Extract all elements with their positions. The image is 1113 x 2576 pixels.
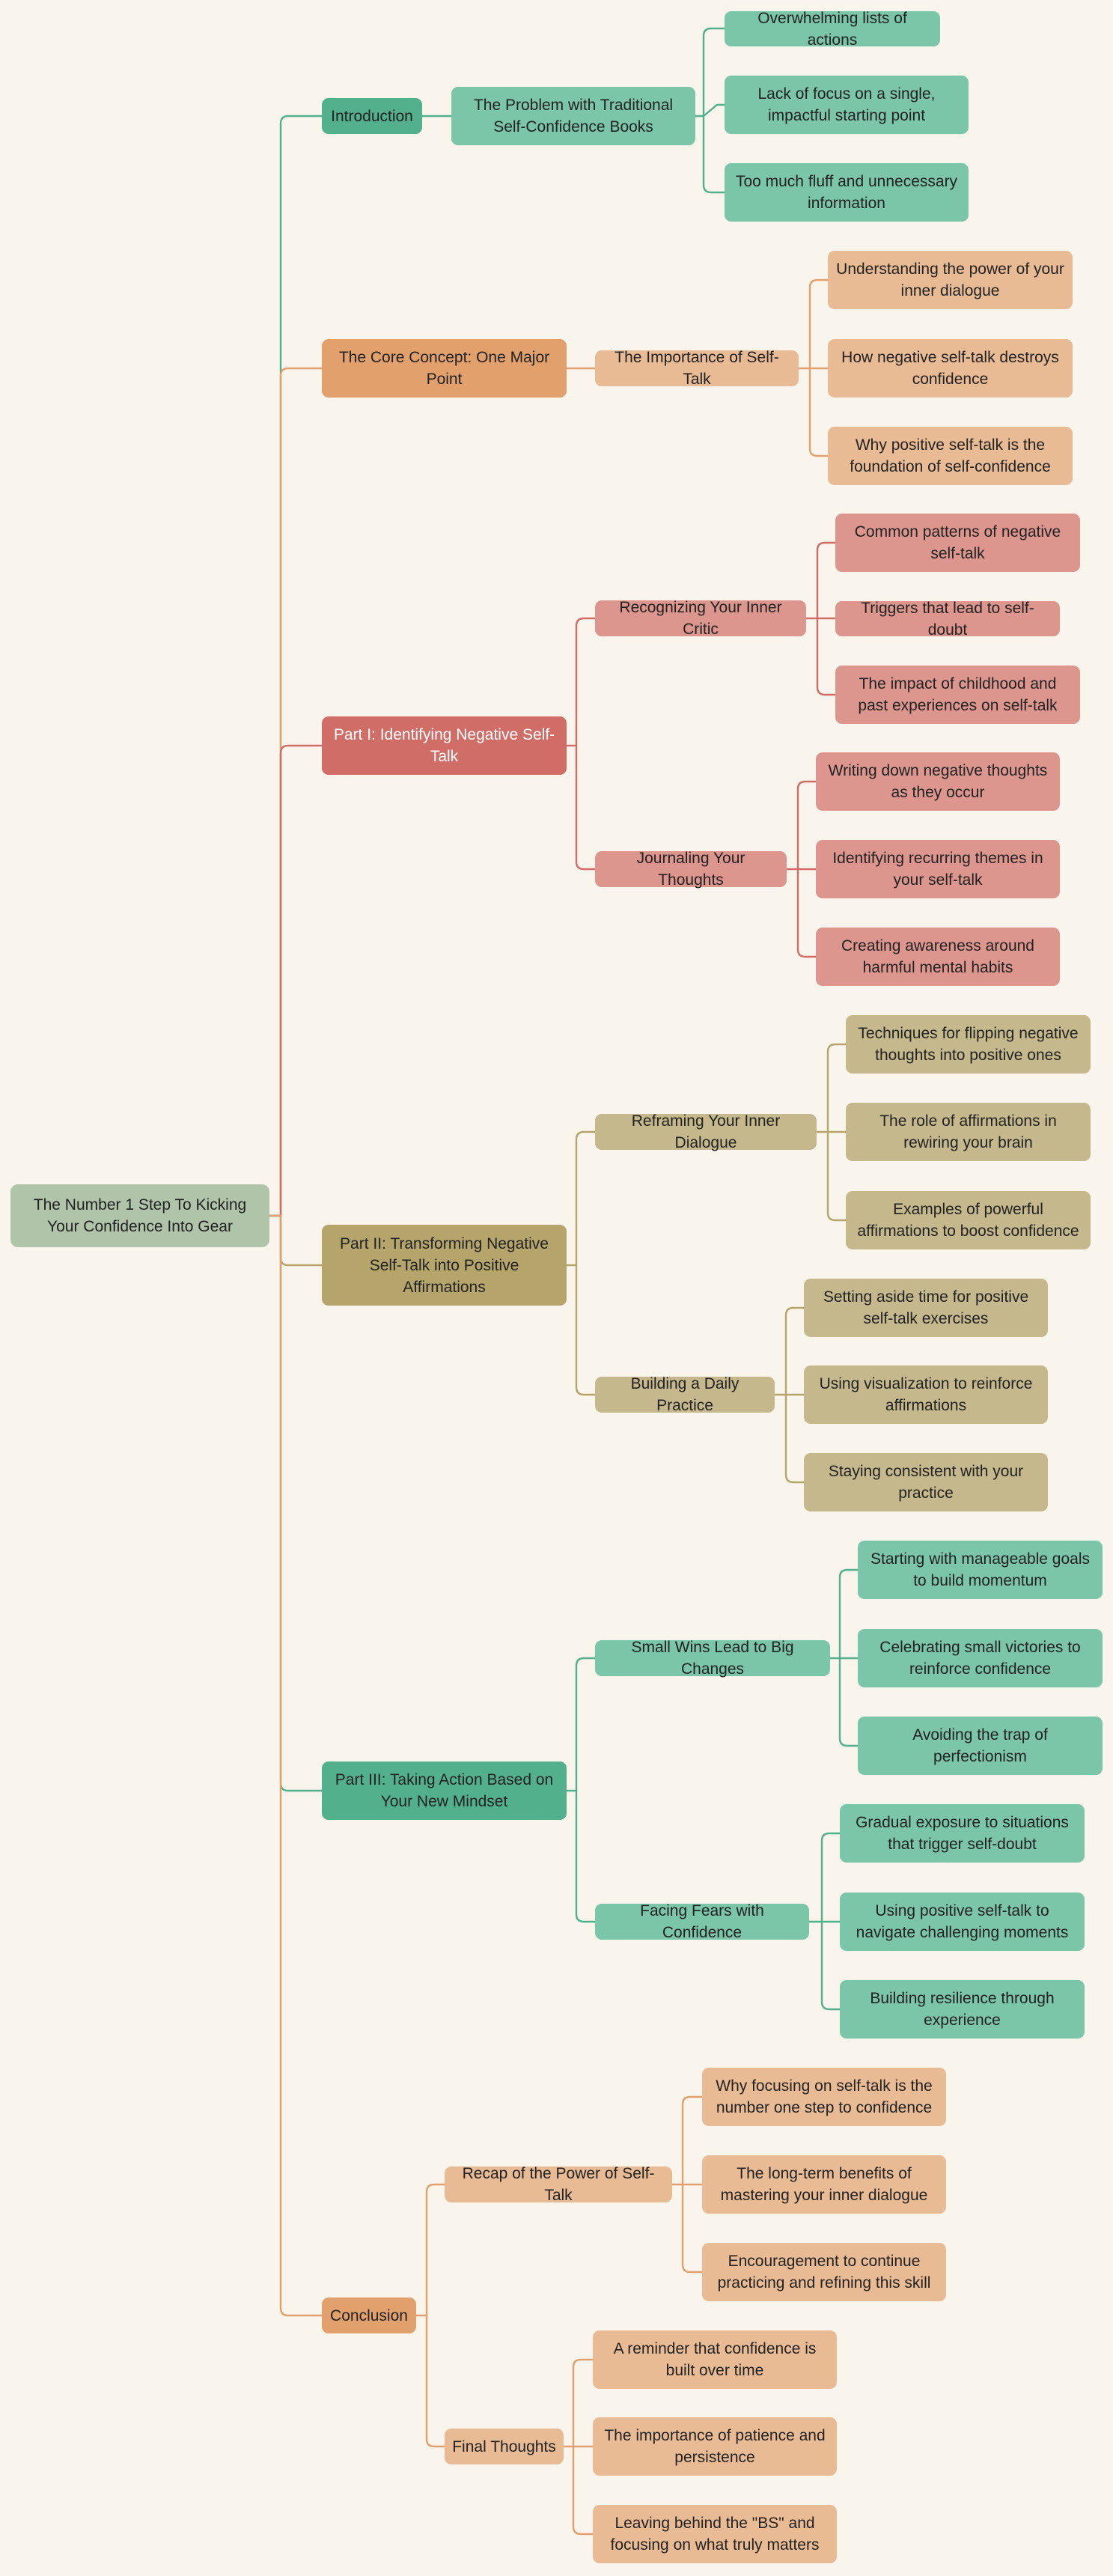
point-staying-consistent[interactable]: Staying consistent with your practice (804, 1453, 1048, 1511)
section-introduction[interactable]: Introduction (322, 98, 422, 134)
topic-reframing-inner-dialogue[interactable]: Reframing Your Inner Dialogue (595, 1112, 817, 1151)
point-long-term-benefits[interactable]: The long-term benefits of mastering your… (702, 2155, 946, 2214)
point-gradual-exposure[interactable]: Gradual exposure to situations that trig… (840, 1804, 1085, 1863)
point-navigating-challenges[interactable]: Using positive self-talk to navigate cha… (840, 1893, 1085, 1951)
point-visualization[interactable]: Using visualization to reinforce affirma… (804, 1365, 1048, 1424)
link-core-pts (799, 278, 828, 457)
link-part3-t2-pts (809, 1832, 840, 2011)
point-overwhelming-lists[interactable]: Overwhelming lists of actions (725, 10, 940, 49)
point-patience-persistence[interactable]: The importance of patience and persisten… (593, 2417, 837, 2476)
topic-traditional-books-problem[interactable]: The Problem with Traditional Self-Confid… (451, 87, 695, 145)
link-part3-t1-pts (830, 1568, 858, 1747)
link-part1-t2-pts (787, 780, 816, 958)
point-writing-down-thoughts[interactable]: Writing down negative thoughts as they o… (816, 752, 1060, 811)
point-common-patterns[interactable]: Common patterns of negative self-talk (835, 514, 1080, 572)
topic-facing-fears[interactable]: Facing Fears with Confidence (595, 1902, 809, 1941)
point-celebrating-victories[interactable]: Celebrating small victories to reinforce… (858, 1629, 1103, 1687)
point-setting-aside-time[interactable]: Setting aside time for positive self-tal… (804, 1279, 1048, 1337)
section-core-concept[interactable]: The Core Concept: One Major Point (322, 339, 567, 398)
point-encouragement[interactable]: Encouragement to continue practicing and… (702, 2243, 946, 2301)
point-confidence-over-time[interactable]: A reminder that confidence is built over… (593, 2330, 837, 2389)
topic-recognizing-inner-critic[interactable]: Recognizing Your Inner Critic (595, 599, 806, 638)
topic-daily-practice[interactable]: Building a Daily Practice (595, 1375, 775, 1414)
point-too-much-fluff[interactable]: Too much fluff and unnecessary informati… (725, 163, 969, 222)
root-node[interactable]: The Number 1 Step To Kicking Your Confid… (10, 1184, 269, 1247)
point-powerful-affirmations[interactable]: Examples of powerful affirmations to boo… (846, 1191, 1091, 1249)
point-triggers-self-doubt[interactable]: Triggers that lead to self-doubt (835, 600, 1060, 639)
link-root-conclusion (269, 1214, 322, 2317)
link-part2-topics (567, 1130, 595, 1396)
point-positive-self-talk-foundation[interactable]: Why positive self-talk is the foundation… (828, 427, 1073, 485)
point-avoiding-perfectionism[interactable]: Avoiding the trap of perfectionism (858, 1717, 1103, 1775)
link-root-introduction (269, 115, 322, 1217)
point-building-resilience[interactable]: Building resilience through experience (840, 1980, 1085, 2038)
point-creating-awareness[interactable]: Creating awareness around harmful mental… (816, 928, 1060, 986)
link-part2-t2-pts (775, 1306, 804, 1484)
section-part-3[interactable]: Part III: Taking Action Based on Your Ne… (322, 1762, 567, 1820)
topic-journaling-thoughts[interactable]: Journaling Your Thoughts (595, 850, 787, 889)
link-root-core-concept (269, 367, 322, 1217)
topic-final-thoughts[interactable]: Final Thoughts (445, 2429, 564, 2464)
topic-importance-of-self-talk[interactable]: The Importance of Self-Talk (595, 349, 799, 388)
point-leaving-behind-bs[interactable]: Leaving behind the "BS" and focusing on … (593, 2505, 837, 2563)
point-recurring-themes[interactable]: Identifying recurring themes in your sel… (816, 840, 1060, 898)
topic-small-wins[interactable]: Small Wins Lead to Big Changes (595, 1639, 830, 1678)
point-flipping-techniques[interactable]: Techniques for flipping negative thought… (846, 1015, 1091, 1074)
section-conclusion[interactable]: Conclusion (322, 2298, 416, 2333)
link-root-part2 (269, 1214, 322, 1267)
link-root-part1 (269, 744, 322, 1217)
section-part-1[interactable]: Part I: Identifying Negative Self-Talk (322, 716, 567, 775)
link-root-part3 (269, 1214, 322, 1792)
point-childhood-impact[interactable]: The impact of childhood and past experie… (835, 666, 1080, 724)
link-conc-t2-pts (564, 2358, 593, 2536)
link-part3-topics (567, 1657, 595, 1923)
point-negative-self-talk-destroys[interactable]: How negative self-talk destroys confiden… (828, 339, 1073, 398)
link-conc-t1-pts (672, 2095, 702, 2274)
link-intro-pts (695, 27, 725, 194)
section-part-2[interactable]: Part II: Transforming Negative Self-Talk… (322, 1225, 567, 1306)
link-conclusion-topics (416, 2183, 445, 2448)
point-power-of-inner-dialogue[interactable]: Understanding the power of your inner di… (828, 251, 1073, 309)
point-manageable-goals[interactable]: Starting with manageable goals to build … (858, 1541, 1103, 1599)
link-part1-topics (567, 617, 595, 871)
link-part2-t1-pts (817, 1043, 846, 1222)
point-why-focusing-self-talk[interactable]: Why focusing on self-talk is the number … (702, 2068, 946, 2126)
link-part1-t1-pts (806, 541, 835, 696)
topic-recap-power-self-talk[interactable]: Recap of the Power of Self-Talk (445, 2165, 672, 2204)
point-lack-of-focus[interactable]: Lack of focus on a single, impactful sta… (725, 76, 969, 134)
point-affirmations-rewiring[interactable]: The role of affirmations in rewiring you… (846, 1103, 1091, 1161)
